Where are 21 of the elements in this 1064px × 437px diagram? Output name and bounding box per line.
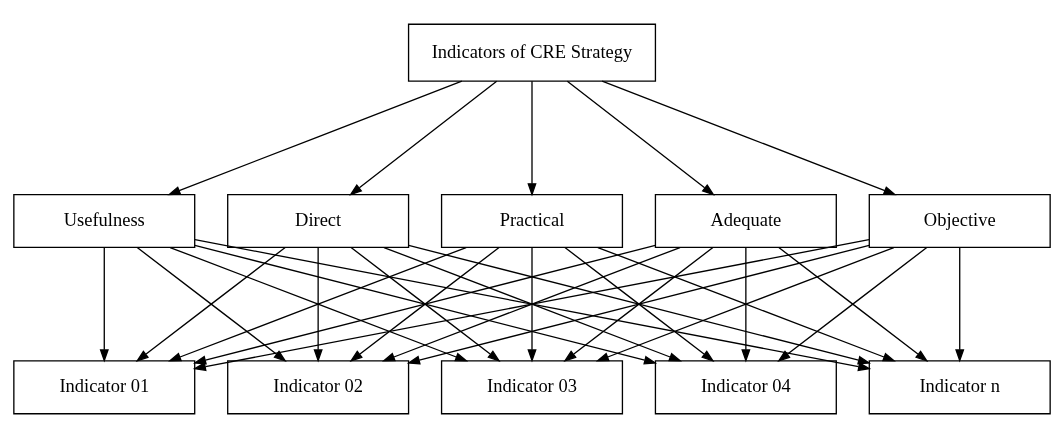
node-box: Indicator 03 <box>440 359 624 414</box>
arrow <box>99 246 109 362</box>
arrow <box>527 246 537 362</box>
node-box: Usefulness <box>13 193 196 248</box>
node-box: Direct <box>227 193 410 248</box>
arrow <box>955 246 965 362</box>
arrow <box>601 80 897 195</box>
node-box: Indicator 01 <box>13 359 196 414</box>
node-box: Indicator 02 <box>227 359 410 414</box>
arrow <box>527 80 537 196</box>
node-box: Indicator n <box>868 359 1051 414</box>
arrow <box>566 80 715 196</box>
node-box: Indicator 04 <box>654 359 837 414</box>
arrow <box>349 80 498 196</box>
node-box: Practical <box>440 193 624 248</box>
node-box: Indicators of CRE Strategy <box>407 23 657 82</box>
arrow <box>741 246 751 362</box>
arrow <box>167 80 463 195</box>
node-box: Adequate <box>654 193 837 248</box>
arrow <box>313 246 323 362</box>
node-box: Objective <box>868 193 1051 248</box>
